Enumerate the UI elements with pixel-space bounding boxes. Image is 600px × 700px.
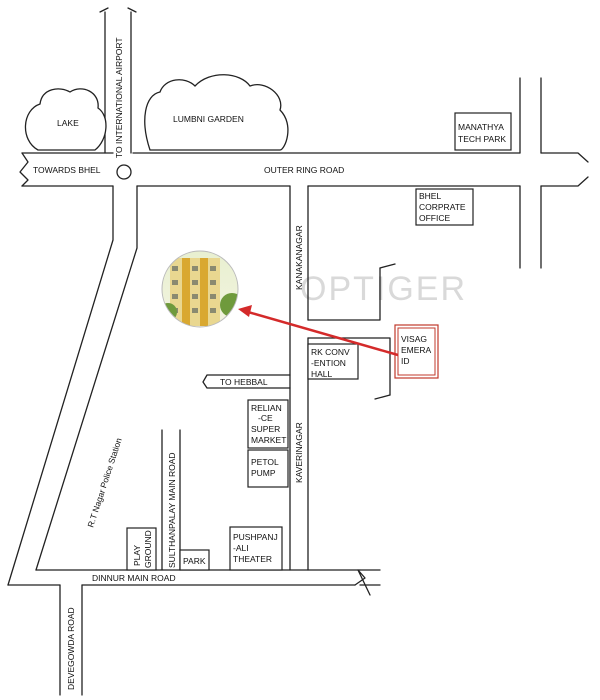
to-hebbal-label: TO HEBBAL: [220, 377, 268, 387]
outer-ring-road-top-edge: [21, 152, 589, 163]
dinnur-main-road-label: DINNUR MAIN ROAD: [92, 573, 176, 583]
bhel-line1: BHEL: [419, 191, 441, 201]
playground-line1: PLAY: [132, 545, 142, 566]
airport-road-label: TO INTERNATIONAL AIRPORT: [114, 37, 124, 158]
manathya-line1: MANATHYA: [458, 122, 504, 132]
pushpanjali-line1: PUSHPANJ: [233, 532, 278, 542]
rk-line1: RK CONV: [311, 347, 350, 357]
sulthanpalay-road: [161, 429, 181, 571]
direction-arrow: [247, 310, 399, 357]
east-road: [519, 77, 542, 269]
visag-line3: ID: [401, 356, 410, 366]
park-box: [179, 549, 210, 571]
project-box-inner: [397, 327, 436, 376]
hebbal-road: [202, 374, 291, 389]
lumbini-garden-area: [144, 74, 289, 151]
rk-line3: HALL: [311, 369, 333, 379]
reliance-line2: -CE: [258, 413, 273, 423]
kaverinagar-label: KAVERINAGAR: [294, 422, 304, 483]
outer-ring-road-bottom-edge: [21, 176, 589, 187]
project-box-outer: [394, 324, 439, 379]
kanakanagar-road: [289, 185, 309, 451]
lake-area: [24, 88, 107, 151]
devegowda-road-label: DEVEGOWDA ROAD: [66, 607, 76, 690]
manathya-tech-park-box: [454, 112, 512, 151]
bhel-corporate-office-box: [415, 188, 474, 226]
rk-line2: -ENTION: [311, 358, 346, 368]
devegowda-road: [59, 584, 83, 696]
bhel-line2: CORPRATE: [419, 202, 466, 212]
arrow-head: [238, 305, 252, 317]
playground-box: [126, 527, 157, 571]
project-photo-icon: [162, 251, 238, 327]
reliance-line4: MARKET: [251, 435, 286, 445]
park-label: PARK: [183, 556, 206, 566]
watermark: OPTIGER: [300, 270, 467, 308]
reliance-supermarket-box: [247, 399, 289, 449]
pushpanjali-line3: THEATER: [233, 554, 272, 564]
dinnur-main-road: [7, 569, 361, 586]
pushpanjali-line2: -ALI: [233, 543, 249, 553]
towards-bhel-label: TOWARDS BHEL: [33, 165, 101, 175]
petrol-pump-box: [247, 449, 289, 488]
reliance-line1: RELIAN: [251, 403, 282, 413]
bhel-line3: OFFICE: [419, 213, 450, 223]
petrol-line1: PETOL: [251, 457, 279, 467]
visag-line1: VISAG: [401, 334, 427, 344]
lumbini-garden-label: LUMBNI GARDEN: [173, 114, 244, 124]
lake-label: LAKE: [57, 118, 79, 128]
visag-line2: EMERA: [401, 345, 432, 355]
petrol-line2: PUMP: [251, 468, 276, 478]
outer-ring-road-label: OUTER RING ROAD: [264, 165, 344, 175]
manathya-line2: TECH PARK: [458, 134, 506, 144]
pushpanjali-theater-box: [229, 526, 283, 571]
rk-convention-hall-box: [307, 343, 359, 380]
playground-line2: GROUND: [143, 530, 153, 568]
police-station-label: R.T Nagar Police Station: [85, 436, 123, 528]
kanakanagar-label: KANAKANAGAR: [294, 225, 304, 290]
sulthanpalay-road-label: SULTHANPALAY MAIN ROAD: [167, 452, 177, 568]
diagonal-road: [7, 185, 138, 586]
roundabout: [116, 164, 132, 180]
reliance-line3: SUPER: [251, 424, 280, 434]
